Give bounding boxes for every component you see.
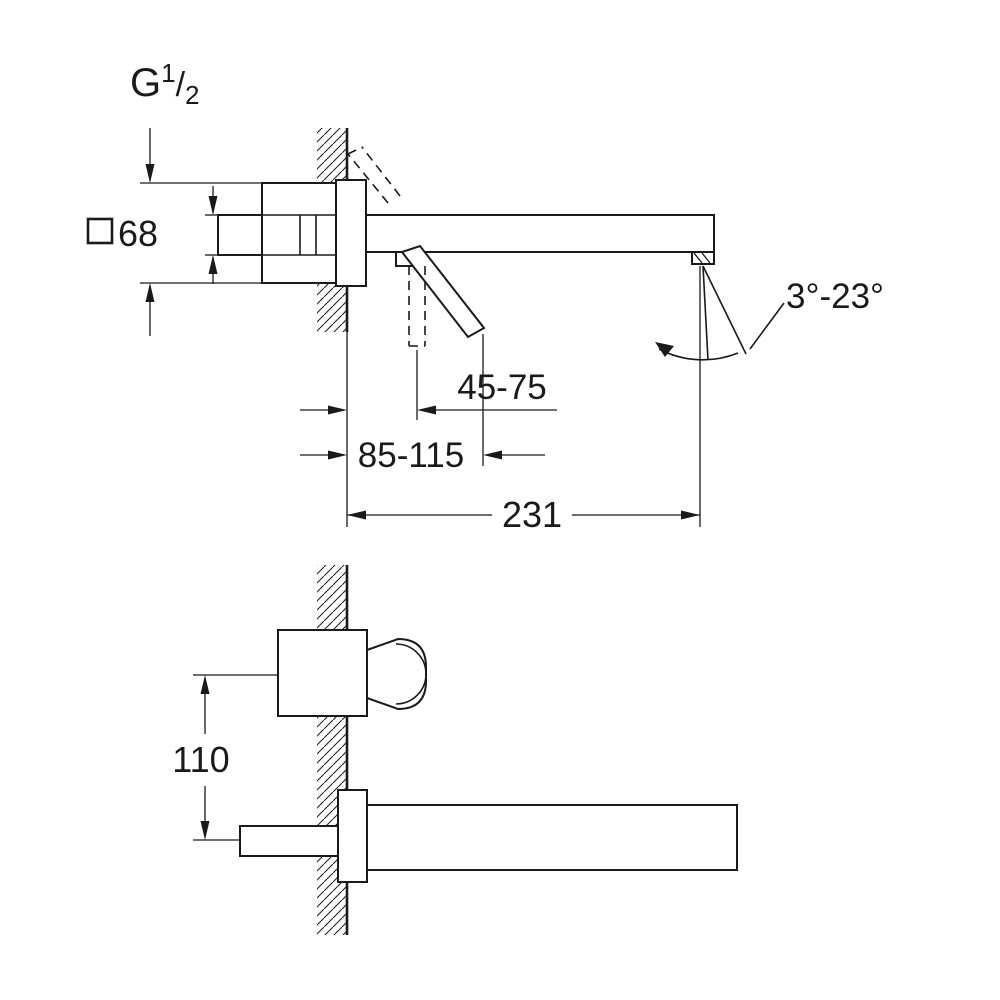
- concealed-body: [261, 182, 337, 284]
- lever-handle: [400, 244, 486, 339]
- spout-side: [365, 214, 715, 253]
- spout-front: [366, 804, 738, 871]
- axis-distance-label: 110: [172, 739, 229, 780]
- handle-knob-detail: [395, 643, 427, 705]
- dim-spout-reach: 231: [347, 266, 701, 535]
- spout-escutcheon: [337, 789, 368, 883]
- spray-angle-label: 3°-23°: [786, 277, 884, 316]
- thread-size-label: G1/2: [130, 58, 200, 110]
- handle-projection-label: 45-75: [457, 368, 547, 407]
- dim-spray-angle: 3°-23°: [655, 265, 884, 361]
- supply-stub-bottom: [239, 825, 339, 857]
- dim-thread: G1/2: [130, 58, 218, 336]
- side-view: G1/2 68 45-75 85-115: [86, 58, 884, 535]
- dim-axis-distance: 110: [172, 674, 278, 841]
- wall-plate-side: [335, 179, 367, 287]
- handle-projection-max-label: 85-115: [358, 436, 464, 475]
- lever-up-position-dashed: [347, 146, 401, 204]
- spout-reach-label: 231: [502, 494, 562, 535]
- front-view: 110: [172, 565, 738, 935]
- lever-down-position-dashed: [408, 266, 426, 347]
- dim-handle-projection-max: 85-115: [300, 334, 545, 475]
- dim-handle-projection: 45-75: [300, 350, 557, 420]
- supply-stub: [217, 214, 263, 256]
- square-section-icon: [86, 217, 114, 245]
- handle-escutcheon: [277, 629, 368, 717]
- handle-knob: [366, 637, 427, 711]
- dim-square-section: 68: [86, 213, 158, 254]
- square-section-label: 68: [118, 213, 158, 254]
